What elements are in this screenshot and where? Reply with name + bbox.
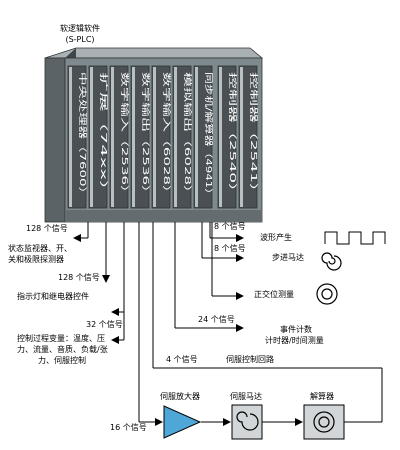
module-card: 数字输入（6028） — [151, 65, 172, 209]
label-stepper: 步进马达 — [272, 253, 304, 262]
label-resolver: 解算器 — [310, 392, 334, 401]
label-indicators: 指示灯和继电器控件 — [17, 292, 89, 301]
servo-motor-box — [231, 404, 263, 440]
encoder-icon — [316, 283, 338, 305]
module-label: 同步机/解算器（4941） — [204, 72, 214, 200]
wiring — [73, 222, 383, 426]
label-24-signals: 24 个信号 — [198, 315, 235, 324]
label-128-signals-b: 128 个信号 — [58, 273, 100, 282]
module-card: 数字输入（2536） — [109, 65, 130, 209]
title-line-1: 软逻辑软件 — [60, 24, 100, 33]
module-label: 数字输入（6028） — [162, 72, 172, 200]
module-card: 中央处理器（7600） — [67, 65, 88, 209]
label-waveform: 波形产生 — [260, 233, 292, 242]
label-32-signals: 32 个信号 — [86, 320, 123, 329]
module-label: 数字输入（2536） — [120, 72, 130, 200]
label-servo-motor: 伺服马达 — [230, 392, 262, 401]
title-line-2: (S-PLC) — [65, 35, 95, 44]
label-8-signals-b: 8 个信号 — [214, 244, 246, 253]
label-orthogonal: 正交位测量 — [254, 290, 294, 299]
square-wave-icon — [324, 231, 386, 245]
module-label: 中央处理器（7600） — [78, 72, 88, 200]
label-servo-amp: 伺服放大器 — [160, 392, 200, 401]
module-card: 同步机/解算器（4941） — [193, 65, 214, 209]
module-card: 控制器（2540） — [217, 65, 238, 209]
module-cards: 中央处理器（7600） 扩展（74xx） 数字输入（2536） 数字输出（2536） 数… — [67, 65, 259, 209]
label-status-monitor-1: 状态监视器、开、 — [8, 244, 72, 253]
module-card: 数字输出（2536） — [130, 65, 151, 209]
label-process-3: 力、伺服控制 — [38, 356, 86, 365]
stepper-motor-icon — [321, 252, 342, 271]
module-label: 控制器（2540） — [228, 72, 238, 200]
label-timer: 计时器/时间测量 — [265, 336, 324, 345]
servo-amplifier-triangle — [163, 405, 202, 439]
label-8-signals-a: 8 个信号 — [214, 222, 246, 231]
label-4-signals: 4 个信号 — [166, 355, 198, 364]
module-label: 扩展（74xx） — [99, 72, 109, 200]
label-event-count: 事件计数 — [280, 325, 312, 334]
label-process-2: 力、流量、音质、负载/张 — [17, 345, 108, 354]
module-label: 模拟输出（6028） — [183, 72, 193, 200]
label-status-monitor-2: 关和极限探测器 — [8, 255, 64, 264]
module-label: 数字输出（2536） — [141, 72, 151, 200]
label-servo-loop: 伺服控制回路 — [226, 355, 274, 364]
module-label: 控制器（2541） — [249, 72, 259, 200]
resolver-box — [303, 404, 345, 440]
module-card: 模拟输出（6028） — [172, 65, 193, 209]
label-128-signals-a: 128 个信号 — [26, 224, 68, 233]
module-card: 控制器（2541） — [238, 65, 259, 209]
label-process-1: 控制过程变量：温度、压 — [17, 334, 105, 343]
label-16-signals: 16 个信号 — [110, 423, 147, 432]
module-card: 扩展（74xx） — [88, 65, 109, 209]
